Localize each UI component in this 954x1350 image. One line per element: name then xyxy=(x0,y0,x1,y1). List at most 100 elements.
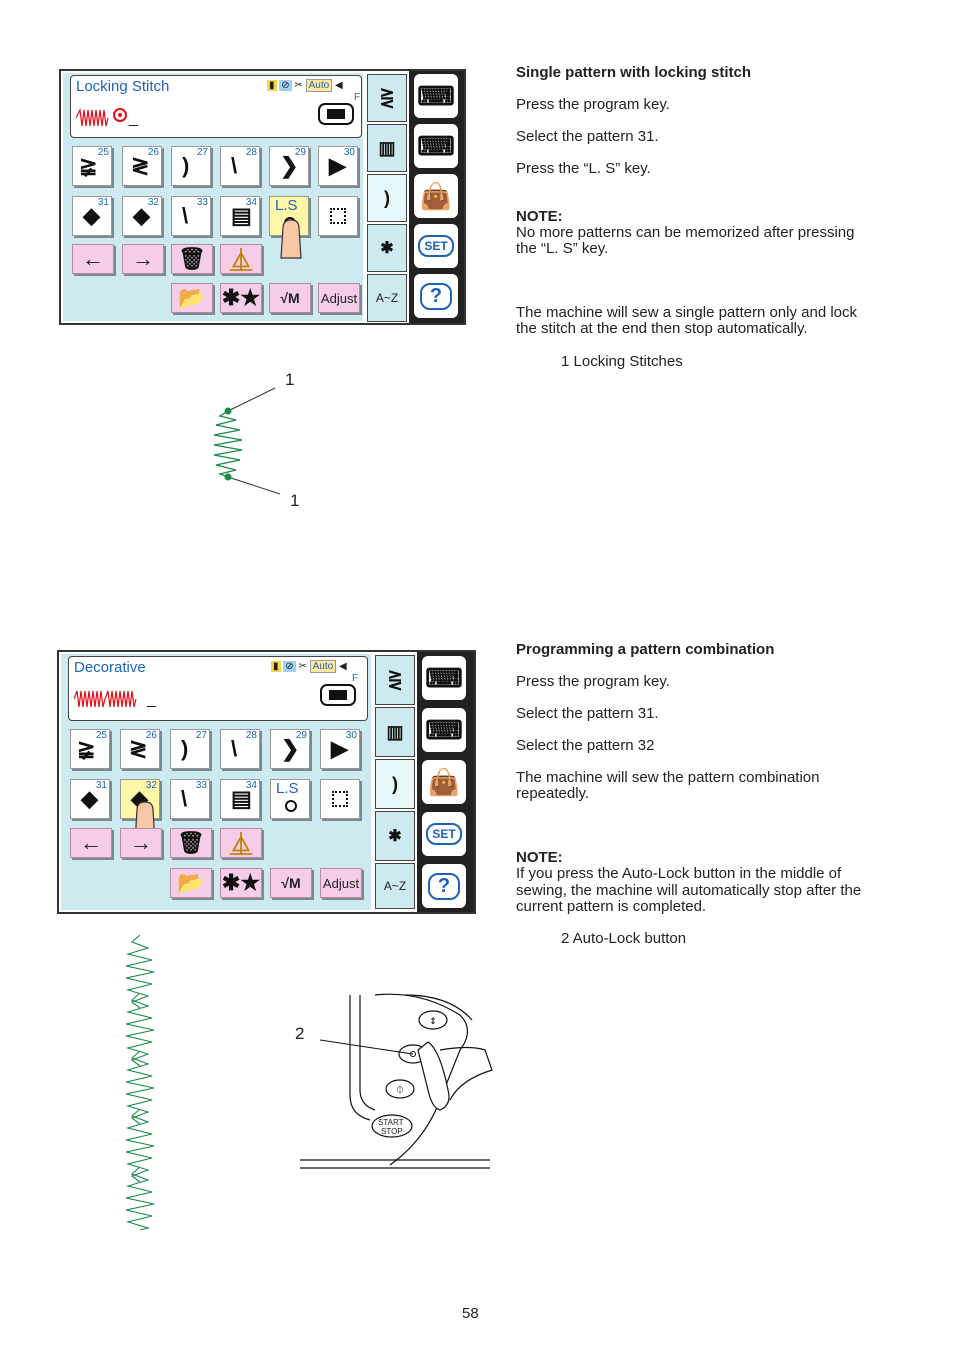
pattern-key-26[interactable]: 26≷ xyxy=(122,146,162,186)
foot-letter: F xyxy=(354,92,361,103)
check-memory-button[interactable]: √M xyxy=(270,868,312,898)
tab-utility[interactable]: ⋛ xyxy=(375,655,415,705)
scissors-icon: ✂ xyxy=(298,661,307,672)
set-mode-button[interactable]: SET xyxy=(422,812,466,856)
pattern-icon: ▶ xyxy=(329,153,346,178)
section2-heading: Programming a pattern combination xyxy=(516,641,775,658)
ordinary-sewing-button[interactable]: ⌨ xyxy=(422,656,466,700)
dotted-box-icon xyxy=(332,791,348,807)
pattern-key-29[interactable]: 29❯ xyxy=(270,729,310,769)
memory-button[interactable]: ✱★ xyxy=(220,283,262,313)
pattern-key-31[interactable]: 31◆ xyxy=(70,779,110,819)
tab-buttonhole[interactable]: ▥ xyxy=(367,124,407,172)
finger-pointer-icon xyxy=(280,219,302,259)
pattern-key-29[interactable]: 29❯ xyxy=(269,146,309,186)
section1-para-line1: The machine will sew a single pattern on… xyxy=(516,304,858,321)
display-title: Locking Stitch xyxy=(76,78,170,95)
delete-button[interactable]: 🗑 xyxy=(170,828,212,858)
help-button[interactable]: ? xyxy=(414,274,458,318)
adjust-button[interactable]: Adjust xyxy=(320,868,362,898)
tab-quilting[interactable]: ✱ xyxy=(367,224,407,272)
mirror-key[interactable] xyxy=(318,196,358,236)
pattern-icon: ≩ xyxy=(79,153,98,178)
cursor: _ xyxy=(129,110,138,127)
open-file-button[interactable]: 📂 xyxy=(171,283,213,313)
pattern-icon: ◆ xyxy=(133,203,150,228)
pattern-key-31[interactable]: 31◆ xyxy=(72,196,112,236)
section1-callout: 1 Locking Stitches xyxy=(561,353,683,370)
embroidery-button[interactable]: ⌨ xyxy=(422,708,466,752)
arrow-left-icon: ← xyxy=(80,830,102,855)
tab-alphabet[interactable]: A~Z xyxy=(367,274,407,322)
tab-decorative[interactable]: ) xyxy=(367,174,407,222)
pattern-key-33[interactable]: 33\ xyxy=(171,196,211,236)
section1-heading: Single pattern with locking stitch xyxy=(516,64,752,81)
hand-bag-button[interactable]: 👜 xyxy=(422,760,466,804)
pattern-display: Locking Stitch ▮ ⊘ ✂ Auto ◀ F _ xyxy=(70,75,362,138)
delete-button[interactable]: 🗑 xyxy=(171,244,213,274)
cursor-left-button[interactable]: ← xyxy=(72,244,114,274)
side-button-column: ⌨ ⌨ 👜 SET ? xyxy=(409,71,464,323)
pattern-key-26[interactable]: 26≷ xyxy=(120,729,160,769)
pattern-key-28[interactable]: 28\ xyxy=(220,729,260,769)
image-flip-button[interactable]: ⏅ xyxy=(220,244,262,274)
pattern-key-32[interactable]: 32◆ xyxy=(122,196,162,236)
dotted-box-icon xyxy=(330,208,346,224)
tab-decorative[interactable]: ) xyxy=(375,759,415,809)
pattern-key-27[interactable]: 27) xyxy=(170,729,210,769)
pattern-key-30[interactable]: 30▶ xyxy=(318,146,358,186)
pattern-icon: \ xyxy=(231,153,238,178)
zigzag-icon: ⋛ xyxy=(387,669,403,690)
presser-foot-icon xyxy=(318,103,354,125)
tab-alphabet[interactable]: A~Z xyxy=(375,863,415,909)
cursor-right-button[interactable]: → xyxy=(120,828,162,858)
pattern-key-33[interactable]: 33\ xyxy=(170,779,210,819)
pattern-key-25[interactable]: 25≩ xyxy=(70,729,110,769)
sewing-machine-icon: ⌨ xyxy=(417,80,455,111)
cursor-right-button[interactable]: → xyxy=(122,244,164,274)
pattern-key-25[interactable]: 25≩ xyxy=(72,146,112,186)
tab-utility[interactable]: ⋛ xyxy=(367,74,407,122)
set-mode-button[interactable]: SET xyxy=(414,224,458,268)
cursor-left-button[interactable]: ← xyxy=(70,828,112,858)
pattern-icon: ❯ xyxy=(281,736,300,761)
open-file-button[interactable]: 📂 xyxy=(170,868,212,898)
help-button[interactable]: ? xyxy=(422,864,466,908)
hand-bag-button[interactable]: 👜 xyxy=(414,174,458,218)
mirror-key[interactable] xyxy=(320,779,360,819)
bag-icon: 👜 xyxy=(427,766,461,797)
pattern-key-30[interactable]: 30▶ xyxy=(320,729,360,769)
section2-note-label: NOTE: xyxy=(516,849,563,866)
stitch-star-icon: ✱★ xyxy=(221,285,261,310)
adjust-button[interactable]: Adjust xyxy=(318,283,360,313)
section2-callout: 2 Auto-Lock button xyxy=(561,930,687,947)
section2-step-1: Press the program key. xyxy=(516,673,670,690)
section2-para-line2: repeatedly. xyxy=(516,785,590,802)
pattern-key-34[interactable]: 34▤ xyxy=(220,779,260,819)
section1-step-2: Select the pattern 31. xyxy=(516,128,659,145)
pattern-icon: ≷ xyxy=(129,736,148,761)
flip-icon: ⏅ xyxy=(229,248,252,273)
stop-label: STOP xyxy=(381,1127,403,1136)
image-flip-button[interactable]: ⏅ xyxy=(220,828,262,858)
pattern-icon: ▤ xyxy=(231,203,252,228)
decorative-stitch-icon: ) xyxy=(392,773,398,794)
needle-icon: ▮ xyxy=(267,80,277,91)
pattern-icon: \ xyxy=(181,786,188,811)
pattern-key-28[interactable]: 28\ xyxy=(220,146,260,186)
speaker-icon: ◀ xyxy=(339,661,347,672)
status-icons: ▮ ⊘ ✂ Auto ◀ xyxy=(271,660,347,673)
memory-button[interactable]: ✱★ xyxy=(220,868,262,898)
ordinary-sewing-button[interactable]: ⌨ xyxy=(414,74,458,118)
pattern-icon: ≷ xyxy=(131,153,150,178)
tab-buttonhole[interactable]: ▥ xyxy=(375,707,415,757)
embroidery-button[interactable]: ⌨ xyxy=(414,124,458,168)
section2-step-2: Select the pattern 31. xyxy=(516,705,659,722)
pattern-key-34[interactable]: 34▤ xyxy=(220,196,260,236)
twin-needle-icon: ⊘ xyxy=(279,80,292,91)
ls-key[interactable]: L.S xyxy=(270,779,310,819)
check-memory-button[interactable]: √M xyxy=(269,283,311,313)
tab-quilting[interactable]: ✱ xyxy=(375,811,415,861)
pattern-key-27[interactable]: 27) xyxy=(171,146,211,186)
sewing-machine-icon: ⌨ xyxy=(425,662,463,693)
